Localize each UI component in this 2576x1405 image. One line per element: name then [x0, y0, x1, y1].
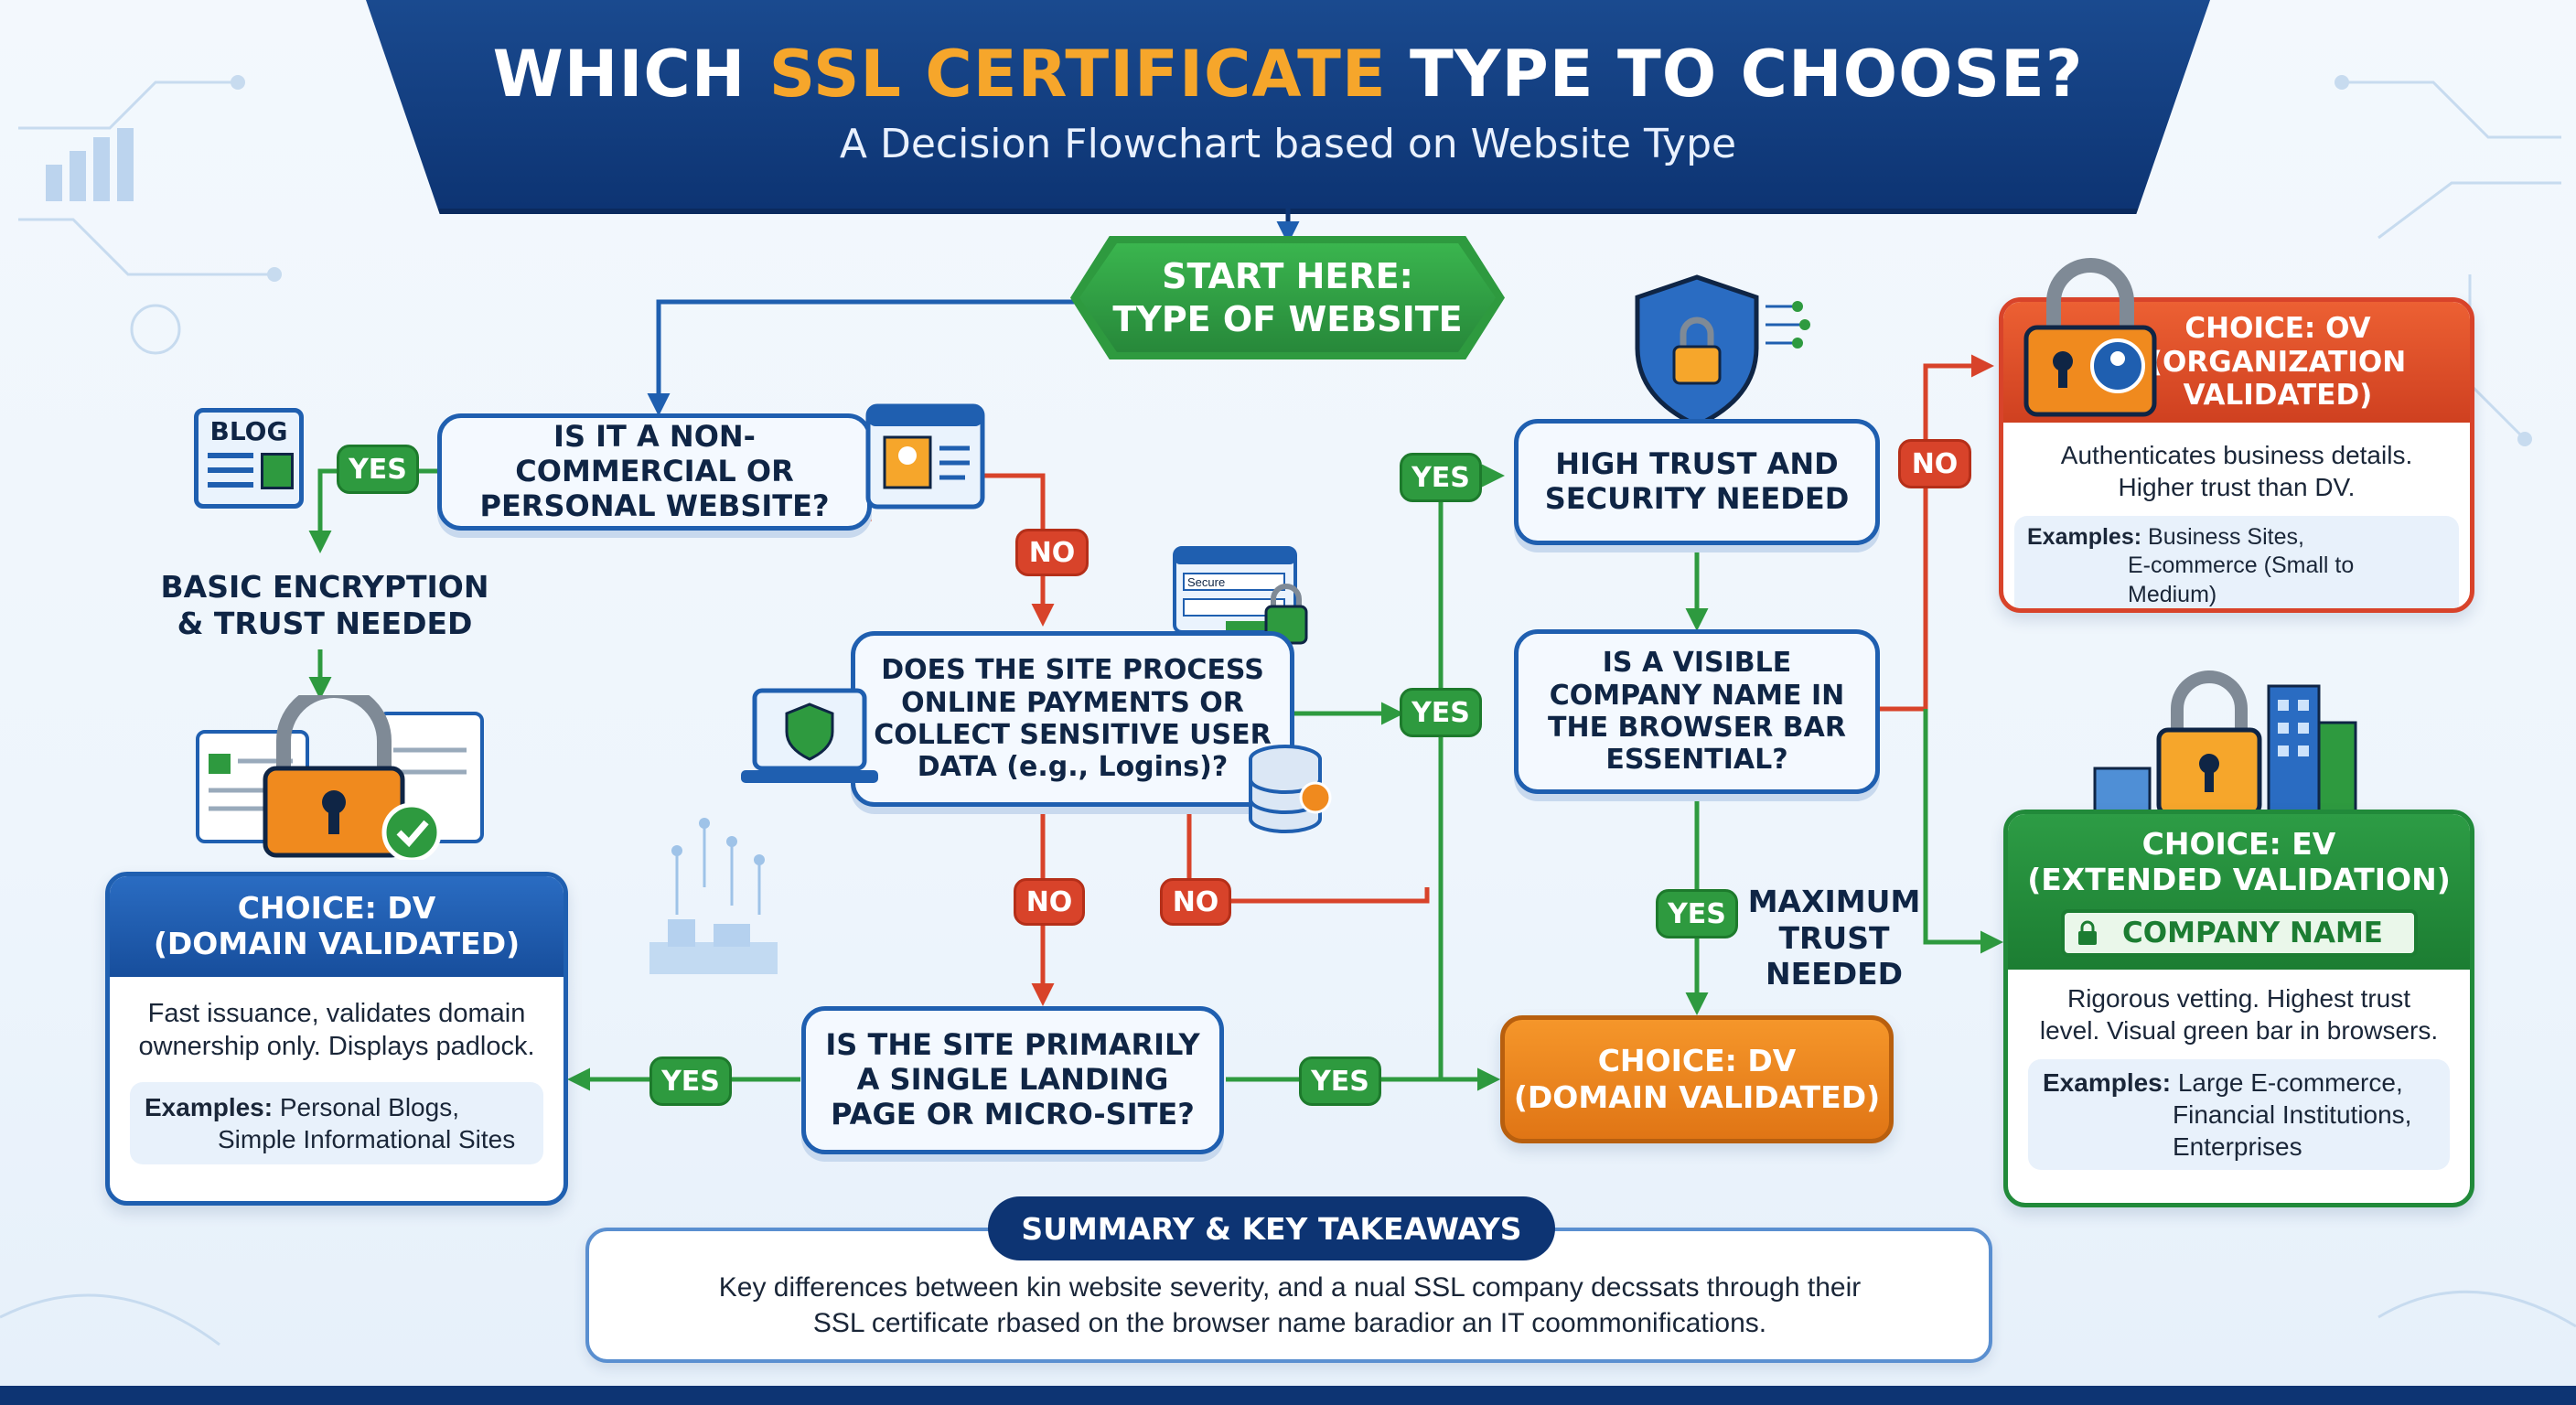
- yes-label-q4: YES: [1400, 453, 1482, 502]
- choice-ev-card: CHOICE: EV (EXTENDED VALIDATION) COMPANY…: [2003, 810, 2474, 1207]
- page-title: WHICH SSL CERTIFICATE TYPE TO CHOOSE?: [492, 37, 2084, 112]
- profile-window-icon: [865, 403, 985, 509]
- choice-ev-subtitle: (EXTENDED VALIDATION): [2027, 861, 2451, 897]
- ov-padlock-icon: [2023, 258, 2157, 417]
- no-label-q1: NO: [1015, 529, 1089, 576]
- no-label-q2-left: NO: [1014, 878, 1085, 926]
- examples-label: Examples:: [2043, 1068, 2172, 1097]
- yes-label-q5: YES: [1656, 889, 1738, 938]
- company-name-bar: COMPANY NAME: [2060, 908, 2418, 957]
- choice-dv-center-subtitle: (DOMAIN VALIDATED): [1513, 1079, 1881, 1115]
- choice-dv-header: CHOICE: DV (DOMAIN VALIDATED): [110, 876, 564, 977]
- question-payments: DOES THE SITE PROCESS ONLINE PAYMENTS OR…: [851, 631, 1294, 807]
- choice-ev-title: CHOICE: EV: [2141, 826, 2336, 862]
- examples-label: Examples:: [2027, 524, 2142, 550]
- blog-icon: BLOG: [194, 408, 304, 509]
- basic-encryption-label: BASIC ENCRYPTION & TRUST NEEDED: [160, 569, 489, 641]
- blog-icon-text: BLOG: [209, 416, 288, 446]
- secure-login-icon: Secure: [1173, 546, 1308, 645]
- yes-label-q3-left: YES: [649, 1056, 732, 1106]
- choice-dv-examples: Examples: Personal Blogs, Simple Informa…: [130, 1081, 543, 1164]
- maximum-trust-label: MAXIMUM TRUST NEEDED: [1747, 884, 1921, 992]
- yes-label-q1: YES: [337, 445, 419, 494]
- examples-label: Examples:: [145, 1092, 274, 1121]
- summary-title: SUMMARY & KEY TAKEAWAYS: [988, 1196, 1555, 1260]
- yes-label-q2: YES: [1400, 688, 1482, 737]
- lock-icon: [2065, 919, 2110, 947]
- no-label-q2-right: NO: [1160, 878, 1231, 926]
- question-company-name: IS A VISIBLE COMPANY NAME IN THE BROWSER…: [1514, 629, 1880, 794]
- no-label-q5: NO: [1898, 439, 1971, 488]
- question-non-commercial: IS IT A NON-COMMERCIAL OR PERSONAL WEBSI…: [437, 413, 872, 531]
- choice-ov-title: CHOICE: OV: [2184, 312, 2371, 346]
- choice-dv-subtitle: (DOMAIN VALIDATED): [153, 926, 521, 961]
- choice-dv-description: Fast issuance, validates domain ownershi…: [138, 999, 535, 1062]
- choice-ev-description: Rigorous vetting. Highest trust level. V…: [2039, 984, 2439, 1045]
- start-line2: TYPE OF WEBSITE: [1112, 298, 1463, 339]
- choice-ov-card: CHOICE: OV (ORGANIZATION VALIDATED) Auth…: [1999, 297, 2474, 613]
- choice-ev-header: CHOICE: EV (EXTENDED VALIDATION) COMPANY…: [2008, 814, 2470, 970]
- choice-ev-examples: Examples: Large E-commerce, Financial In…: [2028, 1059, 2450, 1170]
- question-high-trust: HIGH TRUST AND SECURITY NEEDED: [1514, 419, 1880, 545]
- summary-text: Key differences between kin website seve…: [718, 1272, 1862, 1338]
- page-subtitle: A Decision Flowchart based on Website Ty…: [839, 121, 1737, 167]
- choice-ov-examples: Examples: Business Sites, E-commerce (Sm…: [2014, 516, 2459, 608]
- laptop-shield-icon: [741, 688, 878, 783]
- company-name-text: COMPANY NAME: [2122, 916, 2383, 949]
- choice-ov-header: CHOICE: OV (ORGANIZATION VALIDATED): [2003, 302, 2470, 423]
- start-line1: START HERE:: [1162, 256, 1413, 297]
- start-node-inner: START HERE: TYPE OF WEBSITE: [1079, 243, 1496, 352]
- question-landing-page: IS THE SITE PRIMARILY A SINGLE LANDING P…: [801, 1006, 1224, 1154]
- choice-dv-center-title: CHOICE: DV: [1597, 1043, 1797, 1079]
- choice-dv-title: CHOICE: DV: [237, 890, 436, 927]
- choice-dv-card-left: CHOICE: DV (DOMAIN VALIDATED) Fast issua…: [105, 872, 568, 1206]
- choice-ov-description: Authenticates business details. Higher t…: [2060, 441, 2413, 501]
- secure-text: Secure: [1187, 575, 1225, 589]
- ev-building-padlock-icon: [2093, 670, 2357, 814]
- shield-lock-icon: [1635, 274, 1810, 428]
- data-visual-icon: [649, 818, 778, 974]
- choice-dv-card-center: CHOICE: DV (DOMAIN VALIDATED): [1500, 1015, 1894, 1143]
- bar-chart-icon: [46, 128, 134, 201]
- yes-label-q3-right: YES: [1299, 1056, 1381, 1106]
- padlock-documents-icon: [196, 695, 484, 860]
- database-icon: [1249, 745, 1332, 833]
